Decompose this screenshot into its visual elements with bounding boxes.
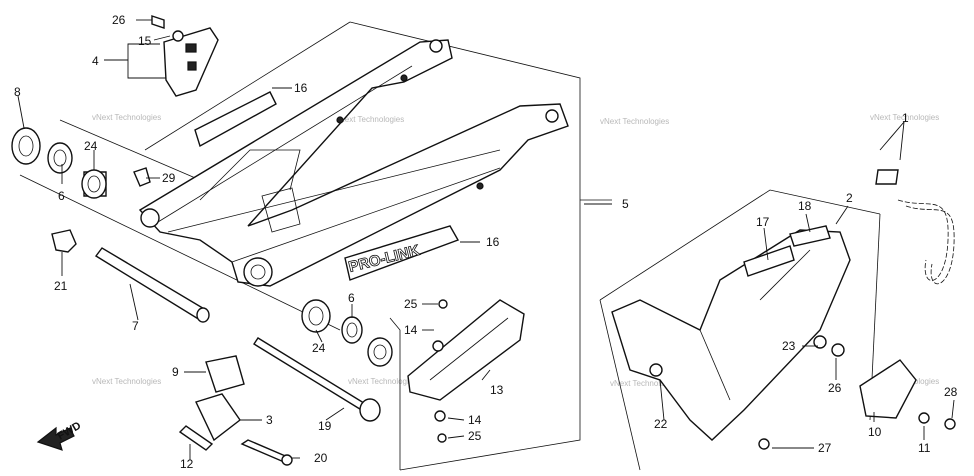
fwd-label: FWD bbox=[56, 420, 84, 443]
watermark-text: vNext Technologies bbox=[870, 113, 939, 122]
callout-9: 9 bbox=[172, 365, 179, 379]
watermark-text: vNext Technologies bbox=[348, 377, 417, 386]
pro-link-arm bbox=[407, 299, 525, 443]
callout-6-right: 6 bbox=[348, 291, 355, 305]
callout-25-lower: 25 bbox=[468, 429, 482, 443]
callout-24-right: 24 bbox=[312, 341, 326, 355]
callout-28: 28 bbox=[944, 385, 958, 399]
callout-16-decal: 16 bbox=[486, 235, 500, 249]
callout-20: 20 bbox=[314, 451, 328, 465]
callout-12: 12 bbox=[180, 457, 194, 471]
pivot-shaft bbox=[94, 247, 210, 323]
callout-14-lower: 14 bbox=[468, 413, 482, 427]
callout-25-upper: 25 bbox=[404, 297, 418, 311]
callout-14-upper: 14 bbox=[404, 323, 418, 337]
bracket-set bbox=[178, 393, 293, 466]
callout-5: 5 bbox=[622, 197, 629, 211]
callout-7: 7 bbox=[132, 319, 139, 333]
watermark-text: vNext Technologies bbox=[335, 115, 404, 124]
callout-6-left: 6 bbox=[58, 189, 65, 203]
pivot-cap bbox=[51, 229, 77, 253]
swingarm-upper-decal bbox=[194, 91, 277, 148]
callout-19: 19 bbox=[318, 419, 332, 433]
callout-10: 10 bbox=[868, 425, 882, 439]
callout-24-left: 24 bbox=[84, 139, 98, 153]
pivot-bearing-set-left bbox=[11, 127, 151, 199]
callout-17: 17 bbox=[756, 215, 770, 229]
fwd-arrow-icon bbox=[36, 426, 75, 451]
pivot-bearing-set-right bbox=[301, 299, 393, 367]
swingarm bbox=[138, 39, 569, 287]
callout-27: 27 bbox=[818, 441, 832, 455]
long-bolt bbox=[253, 337, 381, 422]
callout-26: 26 bbox=[112, 13, 126, 27]
callout-11: 11 bbox=[918, 441, 931, 455]
callout-22: 22 bbox=[654, 417, 668, 431]
callout-labels: 26 15 4 8 16 24 6 29 5 16 21 7 6 24 25 1… bbox=[14, 13, 958, 471]
callout-23: 23 bbox=[782, 339, 796, 353]
rear-cover-set bbox=[758, 359, 956, 450]
leader-lines bbox=[17, 19, 955, 460]
watermark-text: vNext Technologies bbox=[610, 379, 679, 388]
callout-8: 8 bbox=[14, 85, 21, 99]
callout-21: 21 bbox=[54, 279, 68, 293]
callout-26-right: 26 bbox=[828, 381, 842, 395]
drive-chain bbox=[875, 169, 955, 285]
callout-2: 2 bbox=[846, 191, 853, 205]
callout-16-upper: 16 bbox=[294, 81, 308, 95]
callout-1: 1 bbox=[902, 111, 909, 125]
callout-15: 15 bbox=[138, 34, 152, 48]
watermark-text: vNext Technologies bbox=[600, 117, 669, 126]
forward-direction-indicator: FWD bbox=[36, 420, 84, 451]
watermark-text: vNext Technologies bbox=[92, 377, 161, 386]
chain-guide bbox=[151, 15, 219, 97]
assembly-outline bbox=[19, 21, 881, 471]
callout-13: 13 bbox=[490, 383, 504, 397]
callout-29: 29 bbox=[162, 171, 176, 185]
chain-slider-block bbox=[205, 355, 245, 393]
watermark-text: vNext Technologies bbox=[92, 113, 161, 122]
chain-guard bbox=[611, 225, 851, 441]
callout-18: 18 bbox=[798, 199, 812, 213]
callout-3: 3 bbox=[266, 413, 273, 427]
callout-4: 4 bbox=[92, 54, 99, 68]
